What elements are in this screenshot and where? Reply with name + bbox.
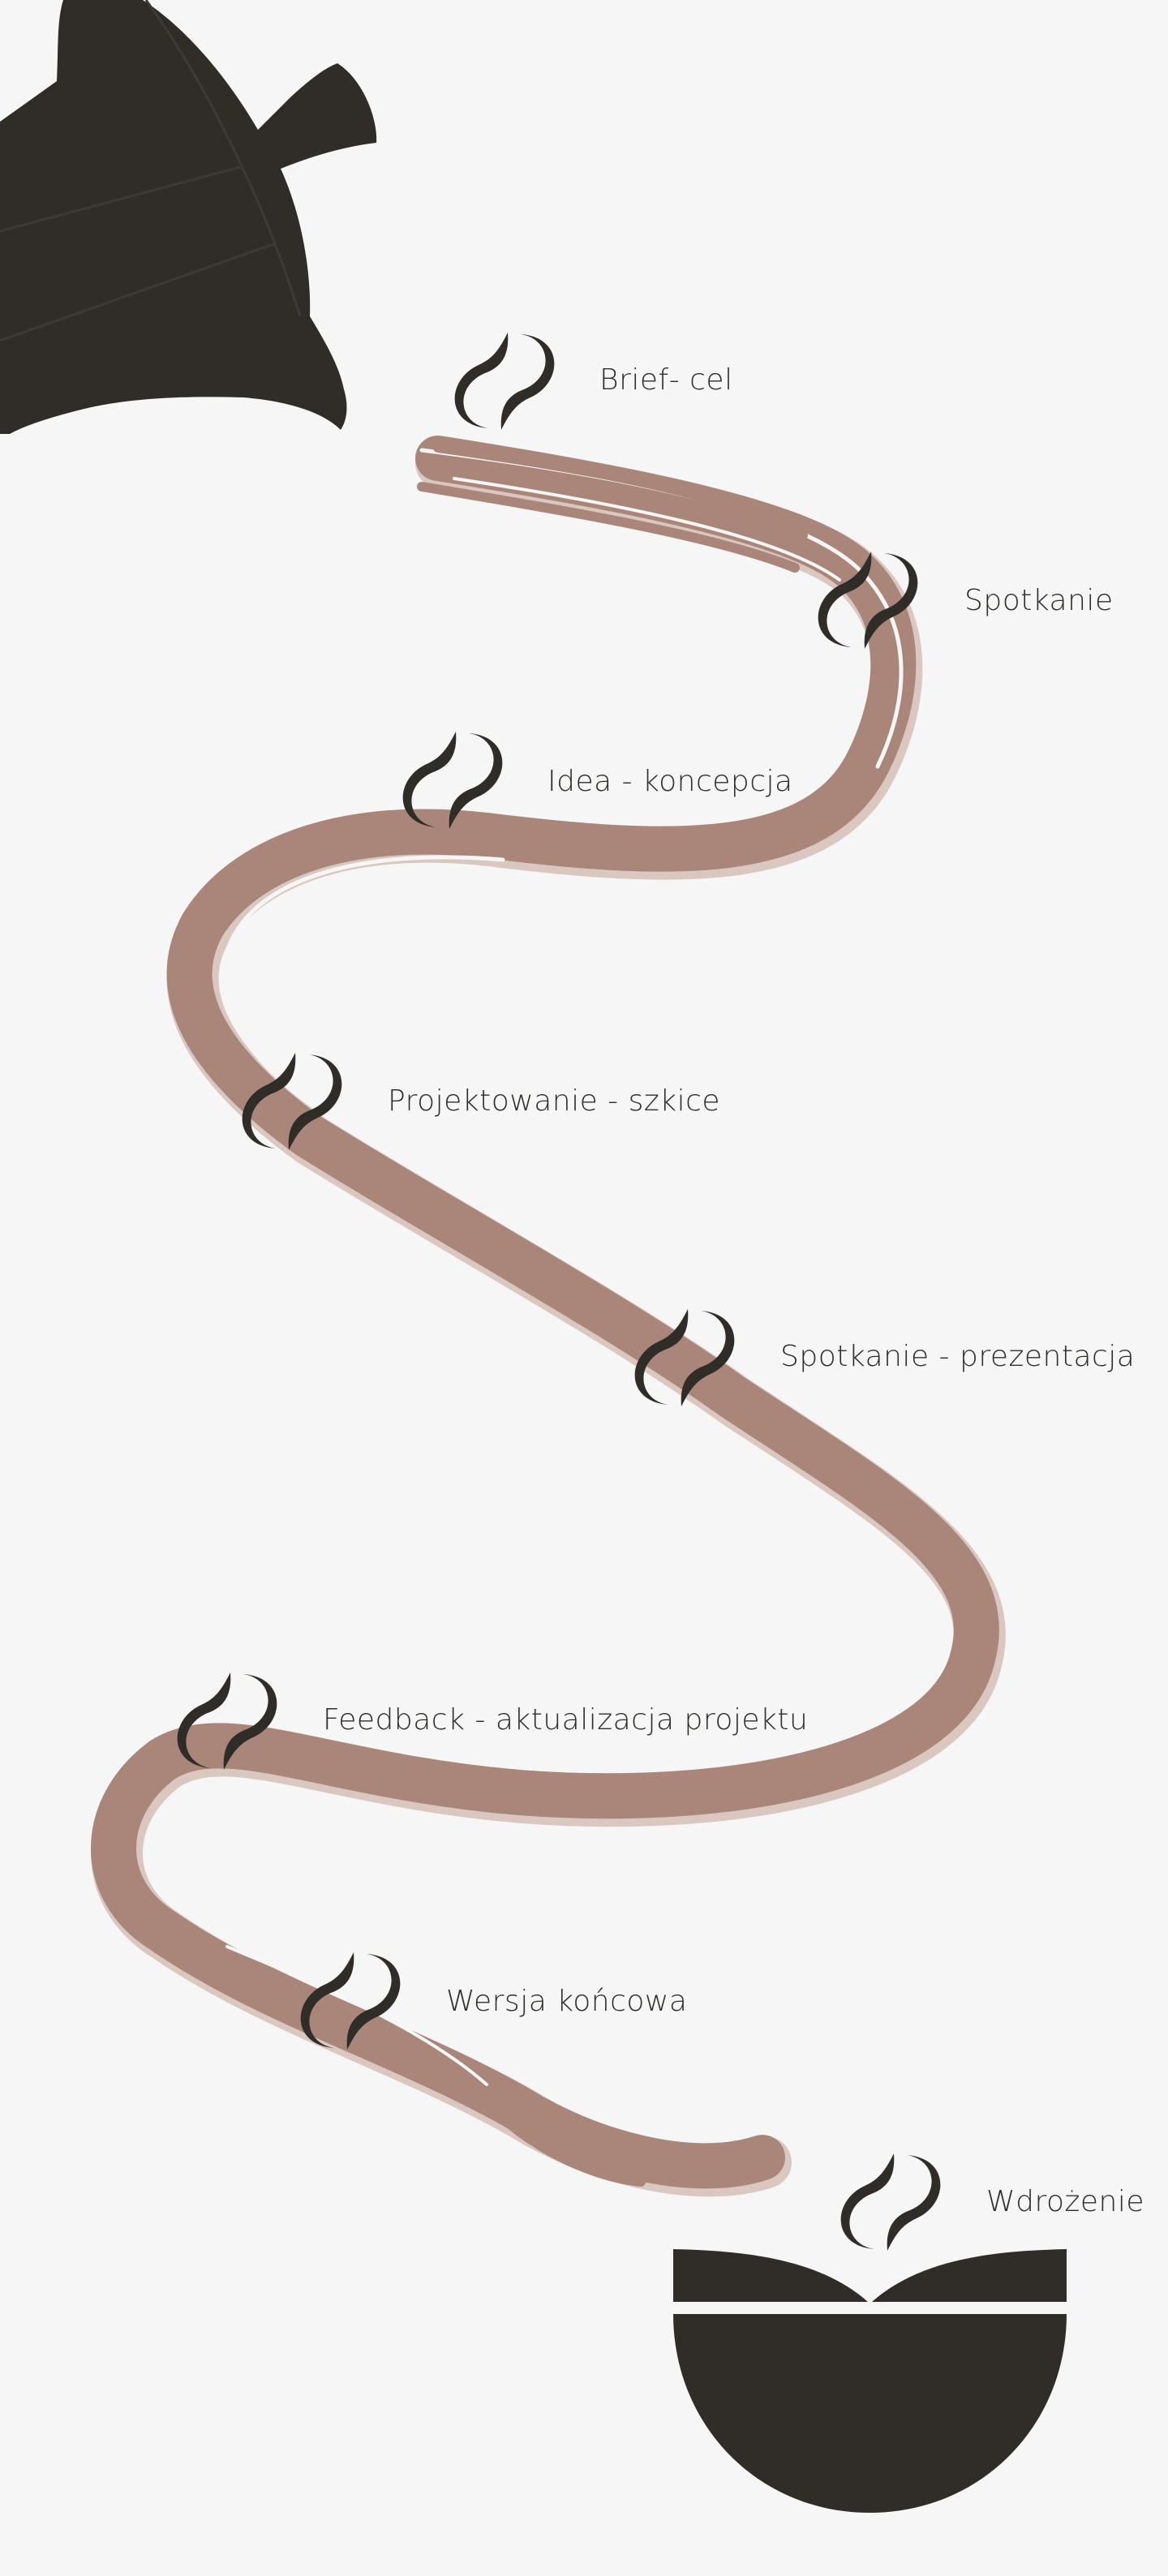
coffee-bean-icon [454,333,555,430]
step-label: Spotkanie - prezentacja [780,1340,1136,1373]
step-label: Projektowanie - szkice [388,1084,721,1118]
coffee-stream [91,436,1006,2197]
coffee-pot-illustration [0,0,377,434]
coffee-bean-icon [840,2153,941,2251]
step-label: Idea - koncepcja [548,765,793,798]
step-label: Feedback - aktualizacja projektu [323,1703,809,1737]
step-label: Brief- cel [599,363,733,397]
step-label: Wdrożenie [986,2185,1144,2218]
step-label: Spotkanie [964,584,1114,617]
coffee-cup-illustration [673,2249,1067,2513]
step-label: Wersja końcowa [446,1985,688,2018]
